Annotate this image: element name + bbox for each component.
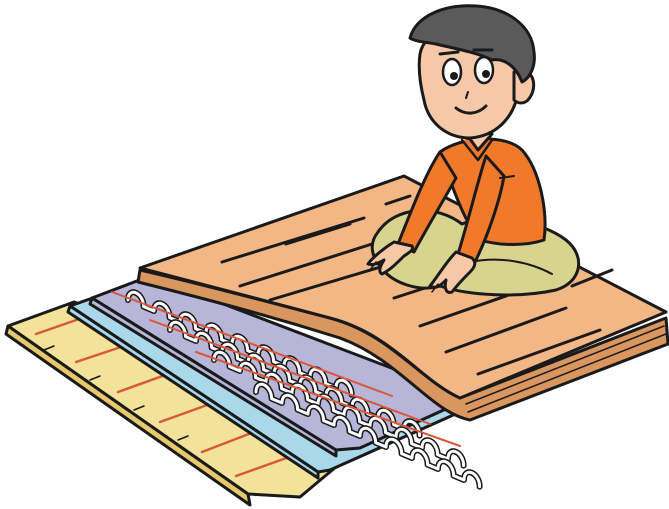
person-left-eye: [443, 59, 461, 85]
person-left-brow: [440, 52, 458, 54]
person-right-pupil: [482, 70, 490, 78]
person: [368, 6, 579, 295]
person-left-pupil: [450, 72, 458, 80]
person-right-eye: [475, 57, 493, 83]
